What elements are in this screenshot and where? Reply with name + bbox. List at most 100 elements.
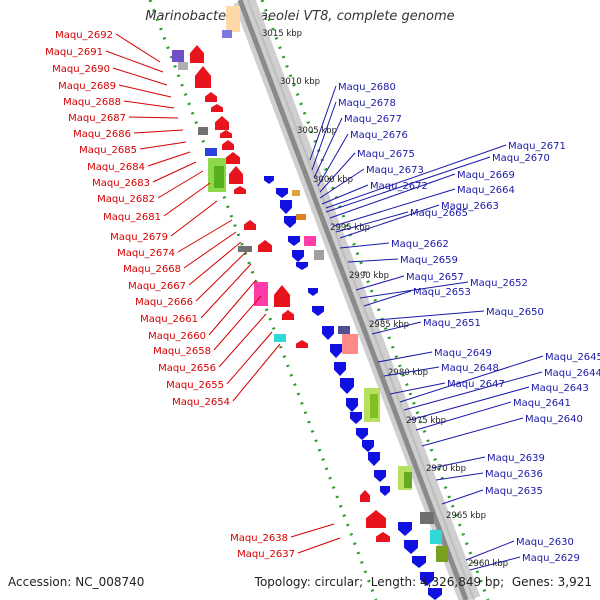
leader-line xyxy=(157,170,204,199)
gene-box xyxy=(342,334,358,354)
gene-label-left: Maqu_2668 xyxy=(123,264,181,275)
gene-label-left: Maqu_2689 xyxy=(58,81,116,92)
forward-gene xyxy=(340,378,354,394)
gene-label-left: Maqu_2637 xyxy=(237,549,295,560)
scale-label: 3010 kbp xyxy=(280,77,320,87)
gene-label-left: Maqu_2660 xyxy=(148,331,206,342)
forward-gene xyxy=(404,540,418,554)
leader-line xyxy=(389,382,446,395)
forward-gene xyxy=(398,522,412,536)
gene-label-right: Maqu_2650 xyxy=(486,307,544,318)
gene-label-right: Maqu_2644 xyxy=(544,368,600,379)
gene-label-right: Maqu_2671 xyxy=(508,141,566,152)
forward-gene xyxy=(380,486,390,496)
gene-box xyxy=(304,236,316,246)
gene-box xyxy=(238,246,252,252)
genes-value: 3,921 xyxy=(557,575,592,589)
leader-line xyxy=(377,351,433,363)
leader-line xyxy=(188,241,242,286)
reverse-gene xyxy=(244,220,256,230)
leader-line xyxy=(152,161,197,183)
leader-line xyxy=(319,152,356,193)
genes-label: Genes: xyxy=(511,575,554,589)
leader-line xyxy=(177,219,233,253)
gene-label-right: Maqu_2673 xyxy=(366,165,424,176)
gene-label-right: Maqu_2635 xyxy=(485,486,543,497)
gene-label-right: Maqu_2659 xyxy=(400,255,458,266)
gene-box xyxy=(420,512,434,524)
scale-label: 3015 kbp xyxy=(262,29,302,39)
gene-box xyxy=(296,214,306,220)
gene-label-left: Maqu_2655 xyxy=(166,380,224,391)
forward-gene xyxy=(362,440,374,452)
gene-box xyxy=(314,250,324,260)
gene-label-left: Maqu_2638 xyxy=(230,533,288,544)
gene-label-left: Maqu_2683 xyxy=(92,178,150,189)
scale-label: 2960 kbp xyxy=(468,559,508,569)
leader-line xyxy=(163,182,211,217)
gene-label-left: Maqu_2658 xyxy=(153,346,211,357)
gene-label-left: Maqu_2688 xyxy=(63,97,121,108)
leader-line xyxy=(431,456,486,469)
gene-label-left: Maqu_2686 xyxy=(73,129,131,140)
reverse-gene xyxy=(229,166,243,184)
gene-label-left: Maqu_2679 xyxy=(110,232,168,243)
length-label: Length: xyxy=(370,575,417,589)
leader-line xyxy=(297,537,341,554)
reverse-gene xyxy=(215,116,229,130)
forward-gene xyxy=(428,588,442,600)
reverse-gene xyxy=(195,66,211,88)
leader-line xyxy=(226,331,273,385)
reverse-gene xyxy=(220,130,232,138)
leader-line xyxy=(325,156,491,213)
map-title: Marinobacter aquaeolei VT8, complete gen… xyxy=(145,9,455,24)
leader-line xyxy=(319,168,365,199)
gene-label-right: Maqu_2664 xyxy=(457,185,515,196)
accession-info: Accession: NC_008740 xyxy=(8,575,144,589)
leader-line xyxy=(313,117,343,179)
gene-box xyxy=(222,30,232,38)
leader-line xyxy=(421,417,524,447)
gene-box xyxy=(172,50,184,62)
gene-label-right: Maqu_2643 xyxy=(531,383,589,394)
reverse-gene xyxy=(226,152,240,164)
leader-line xyxy=(183,231,237,269)
forward-gene xyxy=(292,250,304,262)
gene-label-right: Maqu_2629 xyxy=(522,553,580,564)
gene-label-right: Maqu_2677 xyxy=(344,114,402,125)
gene-label-left: Maqu_2656 xyxy=(158,363,216,374)
reverse-gene xyxy=(376,532,390,542)
gene-box xyxy=(404,472,412,488)
leader-line xyxy=(375,310,485,321)
reverse-gene xyxy=(222,140,234,150)
leader-line xyxy=(435,472,484,481)
leader-line xyxy=(147,151,191,167)
gene-label-right: Maqu_2670 xyxy=(492,153,550,164)
leader-line xyxy=(415,401,512,431)
backbone-shadow xyxy=(233,0,481,600)
forward-gene xyxy=(288,236,300,246)
gene-label-left: Maqu_2685 xyxy=(79,145,137,156)
scale-label: 2965 kbp xyxy=(446,511,486,521)
leader-line xyxy=(133,129,184,134)
scale-label: 2975 kbp xyxy=(406,416,446,426)
topology-label: Topology: xyxy=(254,575,311,589)
gene-label-right: Maqu_2676 xyxy=(350,130,408,141)
leader-line xyxy=(339,242,390,249)
leader-line xyxy=(112,67,168,86)
gene-box xyxy=(198,127,208,135)
leader-line xyxy=(128,116,179,119)
leader-line xyxy=(347,258,399,263)
leader-line xyxy=(363,290,412,307)
leader-lines-layer xyxy=(105,33,544,571)
leader-line xyxy=(208,279,257,336)
gene-label-right: Maqu_2680 xyxy=(338,82,396,93)
forward-gene xyxy=(276,188,288,198)
gene-label-right: Maqu_2663 xyxy=(441,201,499,212)
gene-label-left: Maqu_2687 xyxy=(68,113,126,124)
gene-box xyxy=(370,394,378,418)
gene-label-right: Maqu_2636 xyxy=(485,469,543,480)
outer-tick-track xyxy=(260,0,490,600)
leader-line xyxy=(317,133,349,187)
gene-label-right: Maqu_2657 xyxy=(406,272,464,283)
